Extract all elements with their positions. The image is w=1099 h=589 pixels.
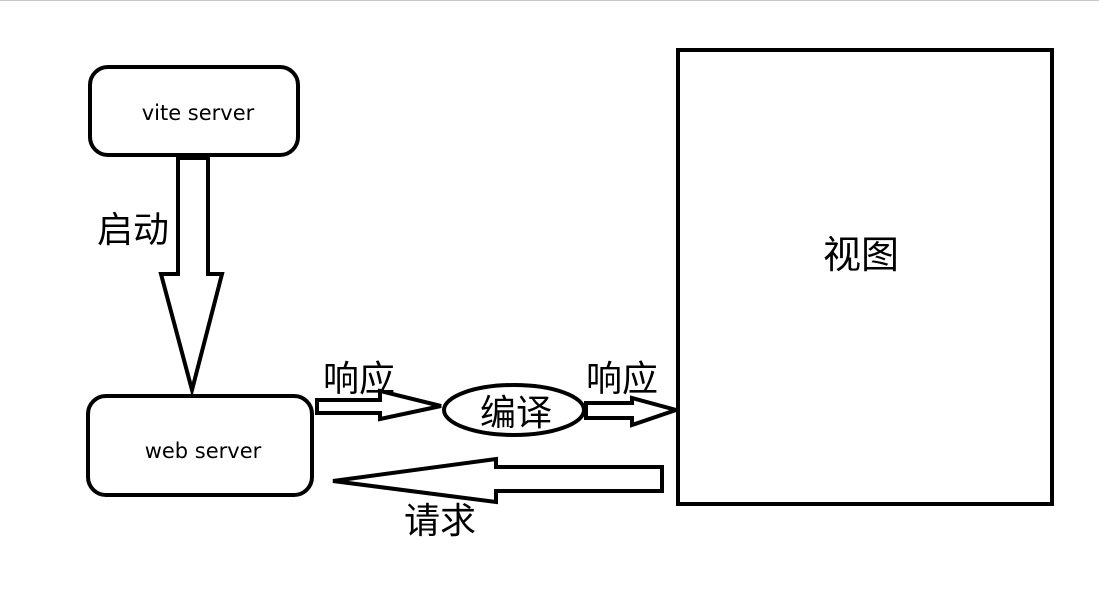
top-divider — [0, 0, 1099, 1]
response-label-left: 响应 — [323, 359, 395, 400]
view-label: 视图 — [823, 233, 899, 277]
web-server-node: web server — [86, 394, 314, 497]
response-label-right: 响应 — [586, 359, 658, 400]
start-arrow — [158, 156, 225, 398]
view-node: 视图 — [676, 48, 1054, 506]
vite-server-label: vite server — [142, 101, 255, 125]
response-arrow-left — [315, 388, 442, 422]
start-label: 启动 — [97, 210, 169, 251]
compile-node: 编译 — [442, 383, 586, 437]
vite-server-node: vite server — [88, 65, 300, 157]
response-arrow-right — [584, 395, 683, 428]
web-server-label: web server — [145, 439, 262, 463]
compile-label: 编译 — [480, 393, 552, 434]
request-arrow — [332, 456, 664, 505]
request-label: 请求 — [404, 501, 476, 542]
